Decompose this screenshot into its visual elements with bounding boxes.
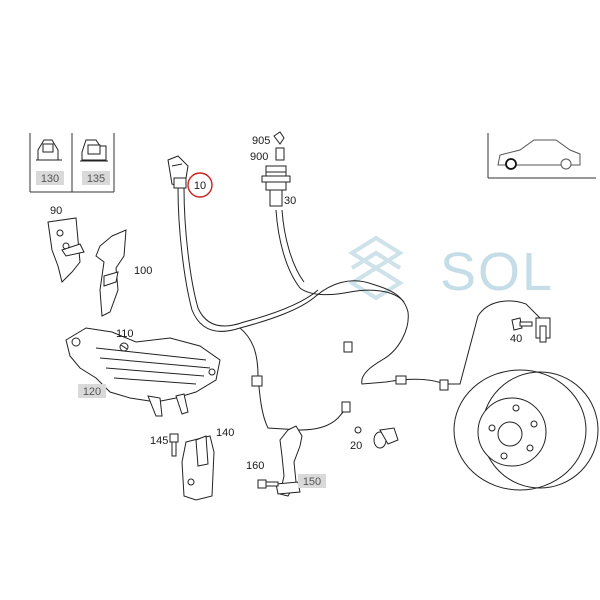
thumbnail-panel	[29, 133, 115, 193]
label-40: 40	[510, 333, 522, 345]
clip-135-icon	[80, 139, 108, 162]
label-100: 100	[134, 265, 152, 277]
clip-40	[511, 317, 551, 343]
brake-disc	[453, 369, 599, 491]
label-20: 20	[350, 440, 362, 452]
bolt-160	[257, 479, 279, 489]
label-120: 120	[83, 386, 101, 398]
bolt-145	[169, 433, 179, 457]
clip-905	[273, 131, 285, 145]
label-90: 90	[50, 205, 62, 217]
clip-900	[275, 147, 285, 161]
connector-cable	[275, 209, 405, 303]
label-160: 160	[246, 460, 264, 472]
label-30: 30	[284, 195, 296, 207]
label-140: 140	[216, 427, 234, 439]
label-150: 150	[303, 476, 321, 488]
sensor-cable	[177, 187, 541, 431]
car-side-icon	[497, 139, 581, 170]
bolt-110	[119, 342, 129, 352]
bracket-100	[95, 229, 127, 317]
backing-plate-120	[65, 327, 221, 417]
bracket-150	[275, 425, 303, 497]
label-905: 905	[252, 135, 270, 147]
label-130: 130	[41, 173, 59, 185]
vehicle-reference-box	[487, 133, 596, 179]
highlight-ring	[187, 172, 213, 198]
watermark-text: SOL	[440, 242, 554, 302]
label-145: 145	[150, 435, 168, 447]
label-135: 135	[87, 173, 105, 185]
connector-30	[261, 165, 291, 207]
sol-logo-icon	[348, 235, 404, 301]
label-900: 900	[250, 151, 268, 163]
bracket-90	[47, 217, 85, 283]
sensor-ring-20	[354, 426, 399, 449]
label-10: 10	[194, 180, 206, 192]
speed-sensor-10	[167, 155, 189, 189]
cable-grommets	[251, 341, 449, 413]
clip-130-icon	[36, 139, 62, 161]
label-110: 110	[116, 328, 134, 340]
bracket-140	[181, 435, 215, 501]
